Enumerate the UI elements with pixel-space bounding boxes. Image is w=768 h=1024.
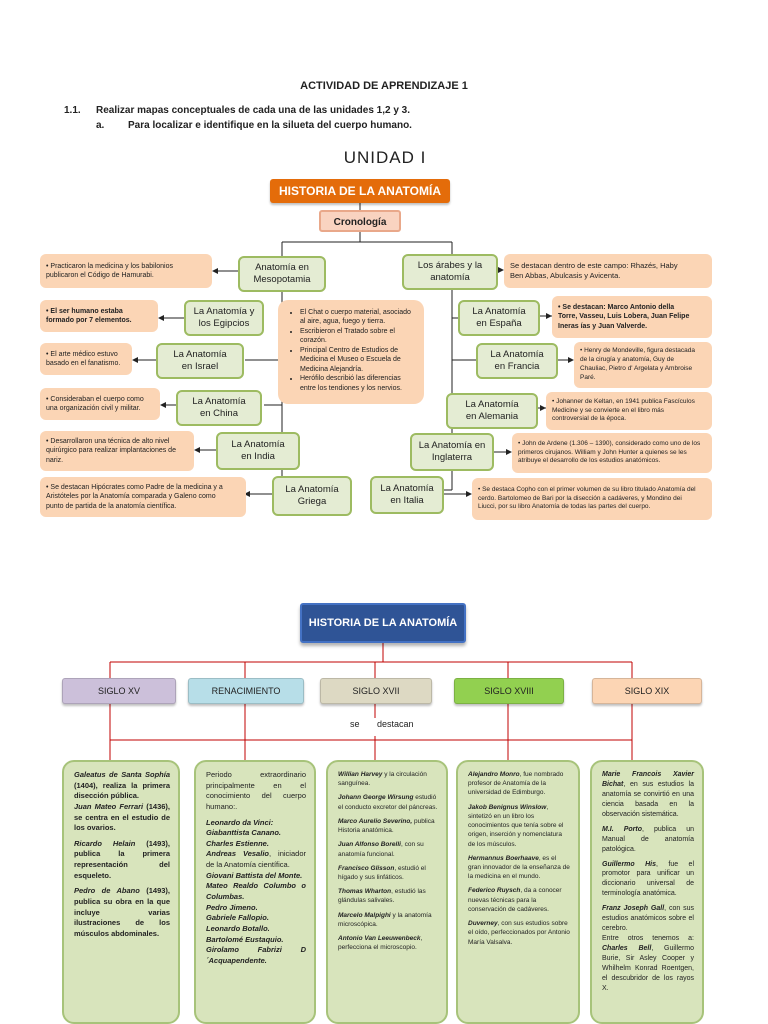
century-siglo-xviii: SIGLO XVIII [454, 678, 564, 704]
egypt-detail: Herófilo describió las diferencias entre… [300, 374, 416, 393]
unit-title: UNIDAD I [343, 148, 427, 167]
card-siglo-xviii: Alejandro Monro, fue nombrado profesor d… [456, 760, 580, 1024]
map2-header: HISTORIA DE LA ANATOMÍA [300, 603, 466, 643]
note-mesopotamia: • Practicaron la medicina y los babiloni… [40, 254, 212, 288]
card-siglo-xix: Marie Francois Xavier Bichat, en sus est… [590, 760, 704, 1024]
century-siglo-xvii: SIGLO XVII [320, 678, 432, 704]
egypt-detail: El Chat o cuerpo material, asociado al a… [300, 308, 416, 327]
card-siglo-xv: Galeatus de Santa Sophía (1404), realiza… [62, 760, 180, 1024]
renacimiento-intro: Periodo extraordinario principalmente en… [206, 770, 306, 811]
subitem-text: Para localizar e identifique en la silue… [128, 120, 412, 131]
page-title: ACTIVIDAD DE APRENDIZAJE 1 [300, 80, 468, 92]
card-renacimiento: Periodo extraordinario principalmente en… [194, 760, 316, 1024]
note-griega: • Se destacan Hipócrates como Padre de l… [40, 477, 246, 517]
century-siglo-xv: SIGLO XV [62, 678, 176, 704]
egypt-detail: Principal Centro de Estudios de Medicina… [300, 346, 416, 374]
map1-header: HISTORIA DE LA ANATOMÍA [270, 179, 450, 203]
egypt-detail: Escribieron el Tratado sobre el corazón. [300, 327, 416, 346]
century-siglo-xix: SIGLO XIX [592, 678, 702, 704]
egypt-details-box: El Chat o cuerpo material, asociado al a… [278, 300, 424, 404]
card-siglo-xvii: Willian Harvey y la circulación sanguíne… [326, 760, 448, 1024]
note-india: • Desarrollaron una técnica de alto nive… [40, 431, 194, 471]
note-inglaterra: • John de Ardene (1.306 – 1390), conside… [512, 433, 712, 473]
note-alemania: • Johanner de Keltan, en 1941 publica Fa… [546, 392, 712, 430]
item-text: Realizar mapas conceptuales de cada una … [96, 105, 411, 116]
century-renacimiento: RENACIMIENTO [188, 678, 304, 704]
subitem-letter: a. [96, 120, 105, 131]
chronology-node: Cronología [319, 210, 401, 232]
item-number: 1.1. [64, 105, 81, 116]
note-arabes: Se destacan dentro de este campo: Rhazés… [504, 254, 712, 288]
connector-label: se destacan [350, 719, 460, 729]
note-italia: • Se destaca Copho con el primer volumen… [472, 478, 712, 520]
